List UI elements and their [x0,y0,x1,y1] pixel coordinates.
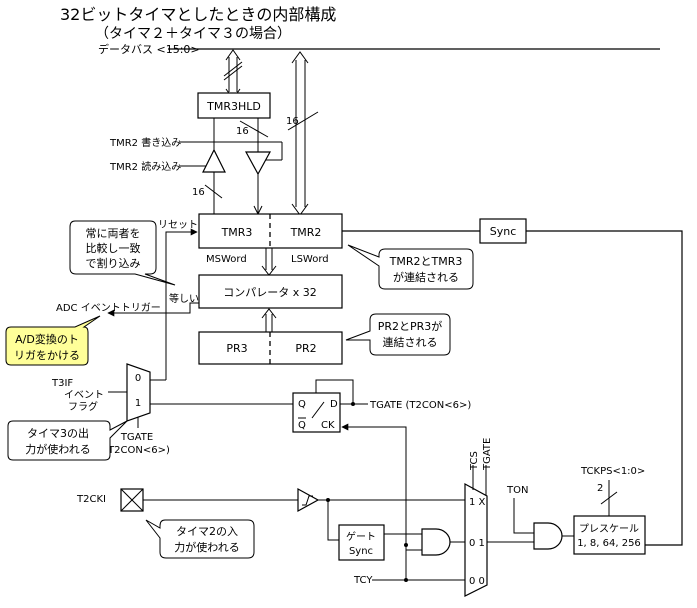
reset-label: リセット [158,219,198,231]
t3if-label: T3IF [51,378,73,389]
callout-t3out-line2: 力が使われる [25,442,90,456]
tgate-vertical-label: TGATE [482,438,493,471]
comparator-label: コンパレータ x 32 [223,286,317,299]
lsword-label: LSWord [291,254,329,265]
reset-line [165,228,198,380]
ff-switch-line [311,401,325,419]
callout-compare-line2: 比較し一致 [86,241,141,255]
diagram-title-line1: 32ビットタイマとしたときの内部構成 [60,5,336,24]
callout-compare-line1: 常に両者を [86,227,141,240]
ff-q-label: Q [298,399,306,410]
callout-adc-line2: リガをかける [14,349,80,362]
callout-concat-pr-line1: PR2とPR3が [378,319,443,333]
tmr3hld-label: TMR3HLD [206,100,261,113]
t2cki-label: T2CKI [76,494,106,505]
equal-label: 等しい [169,292,199,305]
callout-concat-tmr-line1: TMR2とTMR3 [389,255,463,268]
tmr2-bus-arrow [287,51,319,216]
adc-trigger-label: ADC イベントトリガー [56,302,161,314]
callout-compare: 常に両者を 比較し一致 で割り込み [69,220,176,286]
mux-tgate-reg-label: (T2CON<6>) [104,445,170,456]
mux-tgate-label: TGATE [120,432,153,443]
comparator-x32 [198,274,343,309]
gate-sync-label-2: Sync [349,546,373,557]
pr3-label: PR3 [226,342,247,355]
msword-label: MSWord [206,254,247,265]
callout-concat-pr: PR2とPR3が 連結される [345,313,451,356]
tmr3hld-bus-arrow [223,49,243,100]
t3if-mux [126,363,151,422]
callout-concat-tmr-line2: が連結される [393,270,459,284]
pr3-pr2-register [198,331,343,365]
read-buffer-up [202,148,226,173]
callout-t2in: タイマ2の入 力が使われる [145,519,255,559]
and-gate-gate [421,528,451,556]
tcs-label: TCS [469,451,480,471]
sync-label: Sync [490,225,517,238]
gate-sync-label-1: ゲート [346,531,376,543]
callout-adc: A/D変換のト リガをかける [5,315,101,366]
tmr2-label: TMR2 [290,226,322,239]
tmr3-label: TMR3 [221,226,253,239]
bus-width-16-a: 16 [236,126,249,137]
tckps-label: TCKPS<1:0> [580,466,645,477]
adc-trigger-line [107,302,199,317]
t3if-event-label: イベント [64,389,104,401]
pr2-label: PR2 [295,342,316,355]
t3if-flag-label: フラグ [68,400,98,413]
bus-width-16-c: 16 [286,116,299,127]
mux-input-1: 1 [135,398,141,409]
callout-compare-line3: で割り込み [86,256,141,270]
write-buffer-down [244,151,272,176]
prescaler-label-1: プレスケール [579,523,639,535]
callout-t2in-line1: タイマ2の入 [176,525,238,538]
callout-t2in-line2: 力が使われる [174,540,239,554]
prescaler-block [573,515,646,555]
mux-input-0: 0 [135,373,141,384]
callout-t3out-line1: タイマ3の出 [27,426,89,440]
callout-concat-tmr: TMR2とTMR3 が連結される [347,244,474,290]
gate-sync-block [338,524,385,561]
clock-to-ff-line [341,423,407,545]
callout-concat-pr-line2: 連結される [383,335,438,349]
tmr2-read-label: TMR2 読み込み [109,160,181,173]
and-gate-ton [533,522,563,550]
ff-qbar-label: Q [298,420,306,431]
sel-01-label: 0 1 [469,538,485,549]
data-bus-label: データバス <15:0> [98,42,200,56]
ff-d-label: D [330,399,338,410]
prescaler-to-sync-line [526,230,683,546]
sel-1x-label: 1 X [469,497,486,508]
ff-tgate-label: TGATE (T2CON<6>) [369,400,471,411]
ff-ck-label: CK [321,420,335,431]
ton-label: TON [506,485,528,496]
tmr3hld-register [197,92,271,119]
bus-width-16-b: 16 [192,187,205,198]
clock-select-mux [464,482,488,597]
callout-t3out: タイマ3の出 力が使われる [7,420,128,461]
tmr2-write-label: TMR2 書き込み [109,136,181,149]
sel-00-label: 0 0 [469,576,485,587]
callout-adc-line1: A/D変換のト [15,332,79,346]
prescaler-label-2: 1, 8, 64, 256 [577,538,641,549]
tcy-label: TCY [353,575,373,586]
diagram-title-line2: （タイマ２＋タイマ３の場合） [95,26,291,42]
tckps-width-label: 2 [597,483,603,494]
